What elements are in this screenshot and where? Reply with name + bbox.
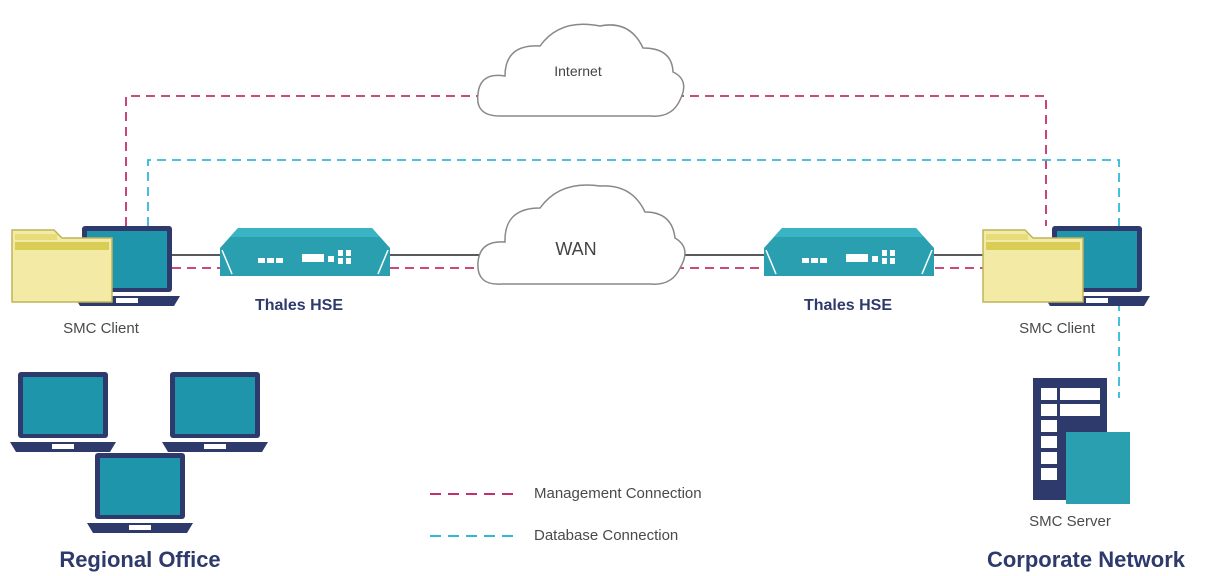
left-client-label: SMC Client [63, 320, 140, 337]
regional-laptop-icon [87, 453, 193, 533]
regional-laptop-icon [162, 372, 268, 452]
left-hse-appliance-icon [219, 227, 391, 277]
internet-cloud-icon [476, 23, 685, 117]
management-connection-line [125, 95, 1047, 226]
right-client-folder-icon [982, 229, 1084, 303]
corporate-network-label: Corporate Network [987, 547, 1186, 572]
left-hse-label: Thales HSE [255, 297, 343, 314]
wan-label: WAN [555, 239, 596, 259]
regional-office-label: Regional Office [59, 547, 220, 572]
legend-management-label: Management Connection [534, 485, 702, 502]
database-connection-line [147, 159, 1120, 398]
wan-cloud-icon [477, 184, 686, 285]
right-client-label: SMC Client [1019, 320, 1096, 337]
smc-server-label: SMC Server [1029, 513, 1111, 530]
right-hse-label: Thales HSE [804, 297, 892, 314]
smc-server-icon [1033, 378, 1130, 504]
left-client-folder-icon [11, 229, 113, 303]
regional-laptop-icon [10, 372, 116, 452]
internet-label: Internet [554, 63, 602, 79]
legend: Management Connection Database Connectio… [430, 485, 702, 544]
right-hse-appliance-icon [763, 227, 935, 277]
legend-database-label: Database Connection [534, 527, 678, 544]
